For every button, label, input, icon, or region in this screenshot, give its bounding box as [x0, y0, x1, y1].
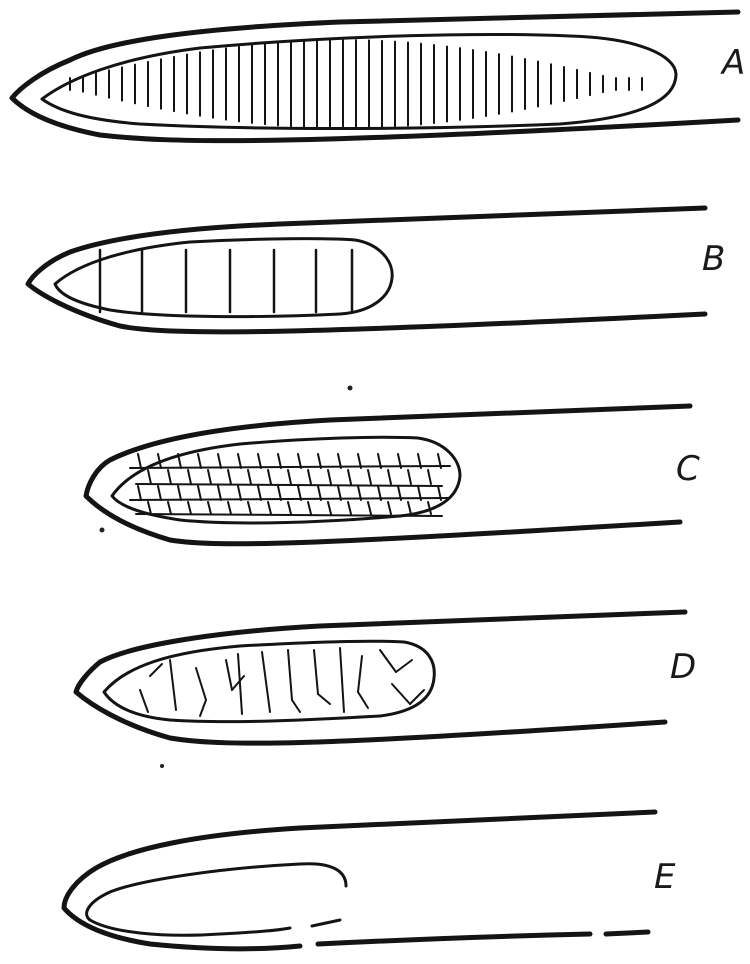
texture-line	[258, 454, 261, 468]
texture-line	[188, 470, 191, 484]
texture-line	[158, 486, 161, 500]
panel-a	[12, 12, 738, 141]
speck	[100, 528, 105, 533]
texture-line	[288, 502, 291, 514]
texture-line	[314, 650, 318, 694]
panel-c-reticulation	[130, 454, 450, 516]
texture-line	[238, 486, 241, 500]
texture-line	[288, 470, 291, 484]
texture-line	[218, 454, 221, 468]
panel-e-inner-wall-fragment	[312, 920, 340, 926]
texture-line	[130, 498, 450, 500]
texture-line	[148, 502, 151, 514]
texture-line	[226, 660, 232, 690]
texture-line	[288, 650, 292, 700]
texture-line	[328, 502, 331, 514]
panel-e-inner-wall	[87, 864, 346, 936]
panel-b-inner-wall	[55, 239, 392, 317]
texture-line	[308, 470, 311, 484]
texture-line	[150, 664, 162, 676]
texture-line	[136, 484, 442, 486]
panel-c-inner-wall	[112, 437, 460, 523]
texture-line	[228, 470, 231, 484]
texture-line	[292, 700, 300, 712]
texture-line	[396, 660, 412, 672]
panel-label-b: B	[702, 242, 725, 276]
texture-line	[200, 700, 206, 716]
panel-d	[76, 612, 685, 743]
texture-line	[380, 650, 396, 672]
texture-line	[228, 502, 231, 514]
texture-line	[268, 470, 271, 484]
texture-line	[262, 652, 270, 712]
texture-line	[408, 470, 411, 484]
panel-d-branching-lines	[140, 648, 424, 716]
panel-a-inner-wall	[42, 35, 676, 129]
panel-b-striations	[100, 250, 352, 312]
texture-line	[168, 470, 171, 484]
texture-line	[358, 692, 368, 708]
texture-line	[278, 454, 281, 468]
texture-line	[198, 454, 201, 468]
texture-line	[368, 502, 371, 514]
texture-line	[392, 684, 410, 704]
panel-c-outer-wall	[86, 406, 690, 544]
texture-line	[138, 454, 141, 468]
texture-line	[308, 502, 311, 514]
texture-line	[408, 502, 411, 514]
panel-label-c: C	[676, 452, 700, 486]
panel-e-outer-wall-end	[606, 932, 648, 934]
texture-line	[130, 466, 450, 468]
texture-line	[328, 470, 331, 484]
texture-line	[238, 454, 241, 468]
texture-line	[248, 470, 251, 484]
texture-line	[136, 514, 442, 516]
speck	[160, 764, 164, 768]
panel-d-outer-wall	[76, 612, 685, 743]
texture-line	[348, 502, 351, 514]
texture-line	[388, 470, 391, 484]
texture-line	[208, 502, 211, 514]
texture-line	[232, 676, 244, 690]
texture-line	[428, 470, 431, 484]
panel-label-a: A	[722, 46, 745, 80]
texture-line	[278, 486, 281, 500]
texture-line	[208, 470, 211, 484]
texture-line	[138, 486, 141, 500]
texture-line	[268, 502, 271, 514]
texture-line	[140, 690, 148, 712]
texture-line	[238, 654, 242, 714]
speck	[348, 386, 353, 391]
texture-line	[348, 470, 351, 484]
texture-line	[170, 660, 176, 710]
texture-line	[298, 454, 301, 468]
texture-line	[358, 656, 362, 692]
texture-line	[196, 668, 206, 700]
texture-line	[248, 502, 251, 514]
texture-line	[298, 486, 301, 500]
texture-line	[388, 502, 391, 514]
texture-line	[168, 502, 171, 514]
panel-c	[86, 406, 690, 544]
texture-line	[340, 648, 344, 712]
texture-line	[318, 694, 330, 704]
texture-line	[188, 502, 191, 514]
texture-line	[148, 470, 151, 484]
texture-line	[218, 486, 221, 500]
texture-line	[198, 486, 201, 500]
texture-line	[258, 486, 261, 500]
panel-e-outer-wall-lower	[318, 934, 590, 944]
panel-a-striations	[70, 40, 642, 128]
panel-label-e: E	[654, 860, 675, 894]
panel-label-d: D	[670, 650, 696, 684]
texture-line	[368, 470, 371, 484]
panel-b	[28, 208, 705, 332]
texture-line	[178, 486, 181, 500]
panel-e	[64, 812, 655, 949]
